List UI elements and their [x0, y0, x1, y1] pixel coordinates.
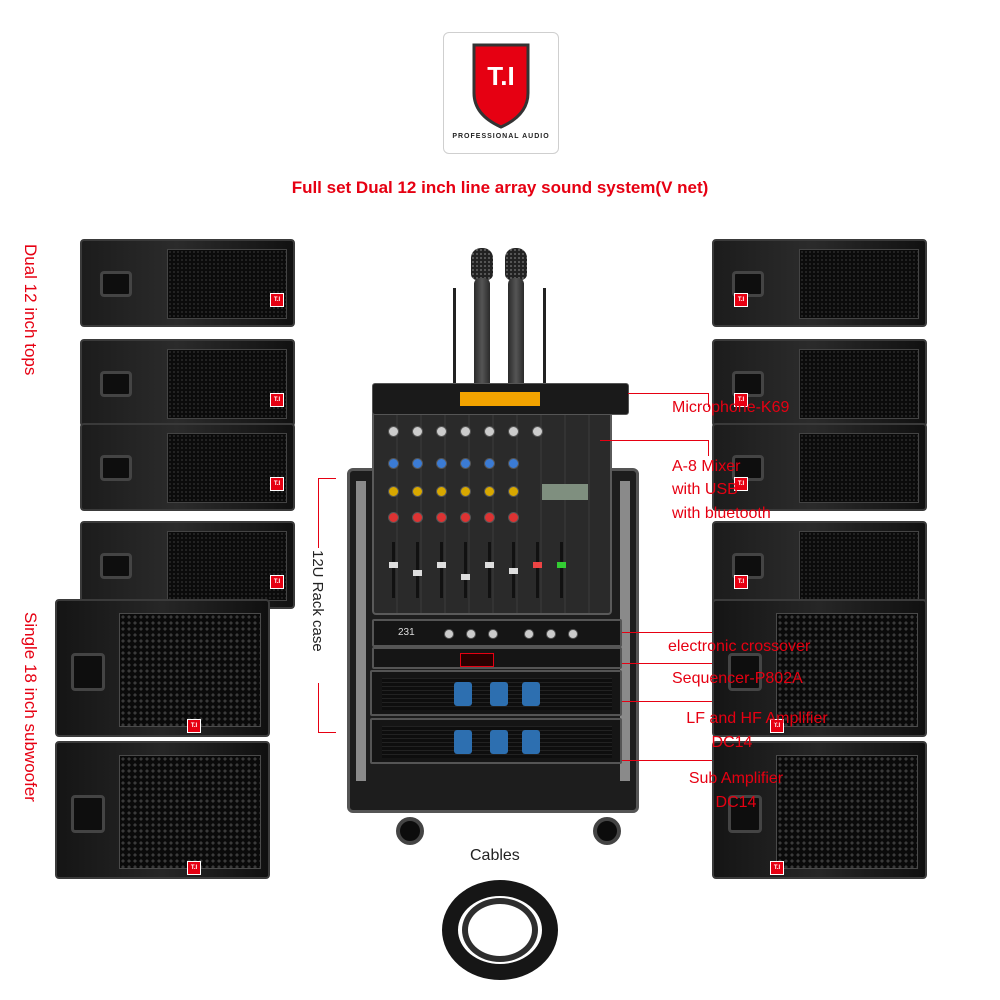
brand-badge: T.I	[770, 861, 784, 875]
speaker-grill	[776, 613, 918, 727]
lf-hf-amplifier	[370, 670, 622, 716]
mixer-callout-2: with USB	[672, 481, 738, 498]
brand-badge: T.I	[187, 861, 201, 875]
sequencer-unit	[372, 647, 622, 669]
brand-badge: T.I	[270, 393, 284, 407]
rack-label: 12U Rack case	[309, 550, 326, 652]
microphone-callout: Microphone-K69	[672, 399, 790, 416]
sequencer-display	[460, 653, 494, 667]
line-array-top: T.I	[80, 239, 295, 327]
handle-icon	[732, 553, 764, 579]
subwoofer-cabinet: T.I	[712, 741, 927, 879]
speaker-grill	[119, 755, 261, 869]
brand-badge: T.I	[734, 477, 748, 491]
brand-badge: T.I	[734, 293, 748, 307]
crossover-unit: 231	[372, 619, 622, 647]
brand-logo: T.I PROFESSIONAL AUDIO	[443, 32, 559, 154]
cable-coil-inner	[462, 898, 538, 962]
caster-wheel	[593, 817, 621, 845]
speaker-grill	[167, 249, 287, 319]
brand-badge: T.I	[187, 719, 201, 733]
mixer-callout-3: with bluetooth	[672, 505, 771, 522]
handle-icon	[732, 371, 764, 397]
line-array-top: T.I	[712, 423, 927, 511]
receiver-display	[460, 392, 540, 406]
subwoofer-label: Single 18 inch subwoofer	[21, 612, 40, 802]
microphone-handle	[508, 278, 524, 398]
logo-tagline: PROFESSIONAL AUDIO	[452, 133, 550, 140]
handle-icon	[732, 271, 764, 297]
speaker-grill	[167, 531, 287, 601]
shield-logo-icon	[472, 43, 530, 129]
antenna	[543, 288, 546, 386]
microphone-handle	[474, 278, 490, 398]
sub-callout-2: DC14	[715, 794, 757, 811]
speaker-grill	[776, 755, 918, 869]
crossover-model: 231	[398, 627, 415, 638]
brand-badge: T.I	[270, 293, 284, 307]
antenna	[453, 288, 456, 386]
sub-callout-1: Sub Amplifier	[688, 770, 784, 787]
mixer-display	[542, 484, 588, 500]
speaker-grill	[799, 349, 919, 419]
subwoofer-cabinet: T.I	[55, 599, 270, 737]
right-speaker-stack: T.I T.I T.I T.I T.I T.I	[712, 203, 927, 963]
brand-badge: T.I	[770, 719, 784, 733]
rack-rail	[356, 481, 366, 781]
handle-icon	[728, 795, 762, 833]
line-array-top: T.I	[712, 239, 927, 327]
tops-label: Dual 12 inch tops	[21, 244, 40, 376]
speaker-grill	[167, 349, 287, 419]
line-array-top: T.I	[80, 423, 295, 511]
brand-badge: T.I	[270, 477, 284, 491]
lfhf-callout-2: DC14	[711, 734, 753, 751]
handle-icon	[100, 455, 132, 481]
line-array-top: T.I	[80, 339, 295, 427]
crossover-callout: electronic crossover	[668, 638, 811, 655]
sub-amplifier	[370, 718, 622, 764]
page-title: Full set Dual 12 inch line array sound s…	[291, 178, 709, 197]
handle-icon	[728, 653, 762, 691]
lfhf-callout-1: LF and HF Amplifier	[686, 710, 828, 727]
microphone-icon	[471, 248, 493, 280]
rack-rail	[620, 481, 630, 781]
speaker-grill	[119, 613, 261, 727]
cables-label: Cables	[470, 847, 520, 864]
brand-badge: T.I	[734, 393, 748, 407]
line-array-top: T.I	[712, 339, 927, 427]
subwoofer-cabinet: T.I	[55, 741, 270, 879]
handle-icon	[71, 795, 105, 833]
speaker-grill	[799, 433, 919, 503]
line-array-top: T.I	[80, 521, 295, 609]
line-array-top: T.I	[712, 521, 927, 609]
brand-badge: T.I	[270, 575, 284, 589]
subwoofer-cabinet: T.I	[712, 599, 927, 737]
handle-icon	[71, 653, 105, 691]
handle-icon	[100, 553, 132, 579]
logo-mark: T.I	[487, 61, 515, 91]
sequencer-callout: Sequencer-P802A	[672, 670, 803, 687]
mixer-callout-1: A-8 Mixer	[672, 458, 741, 475]
speaker-grill	[167, 433, 287, 503]
handle-icon	[100, 271, 132, 297]
caster-wheel	[396, 817, 424, 845]
speaker-grill	[799, 531, 919, 601]
handle-icon	[732, 455, 764, 481]
microphone-icon	[505, 248, 527, 280]
brand-badge: T.I	[734, 575, 748, 589]
wireless-receiver	[372, 383, 629, 415]
speaker-grill	[799, 249, 919, 319]
handle-icon	[100, 371, 132, 397]
left-speaker-stack: T.I T.I T.I T.I T.I T.I	[55, 203, 295, 963]
pointer-line	[628, 393, 708, 394]
mixer	[372, 410, 612, 615]
